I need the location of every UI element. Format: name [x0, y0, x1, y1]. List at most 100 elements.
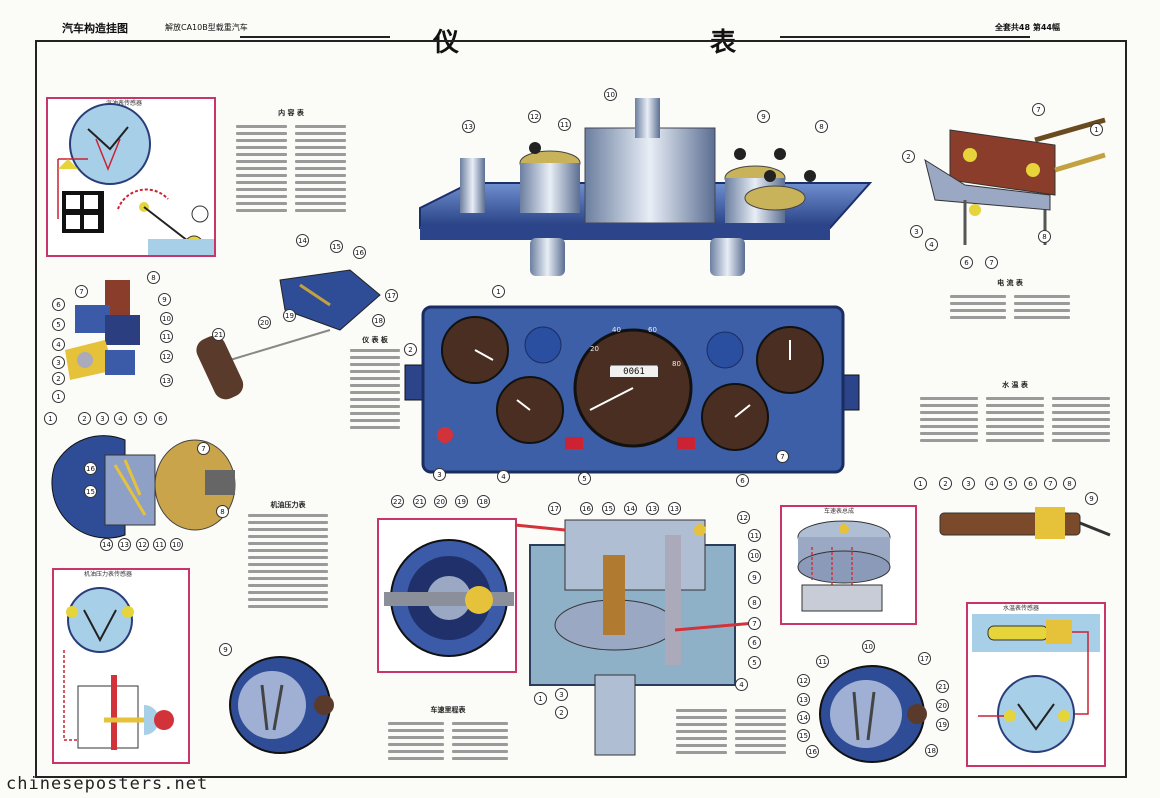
- callout-panel-4: 4: [497, 470, 510, 483]
- callout-water-11: 11: [816, 655, 829, 668]
- callout-drive-22: 22: [391, 495, 404, 508]
- callout-speedo-6: 6: [154, 412, 167, 425]
- callout-rod-4: 4: [985, 477, 998, 490]
- inset-speedometer-assembly: 车速表总成: [780, 505, 917, 625]
- callout-drive-13b: 13: [668, 502, 681, 515]
- callout-rod-7: 7: [1044, 477, 1057, 490]
- speed-mark-60: 60: [648, 326, 657, 334]
- callout-oil-13: 13: [160, 374, 173, 387]
- callout-drive-19: 19: [455, 495, 468, 508]
- callout-speedo-7: 7: [197, 442, 210, 455]
- legend-contents: 内 容 表: [236, 108, 346, 216]
- callout-fuel-14: 14: [296, 234, 309, 247]
- callout-oil-9: 9: [158, 293, 171, 306]
- callout-pressure-9: 9: [219, 643, 232, 656]
- legend-panel: 仪 表 板: [350, 335, 400, 433]
- callout-oil-6: 6: [52, 298, 65, 311]
- callout-drive-3: 3: [555, 688, 568, 701]
- callout-drive-10: 10: [748, 549, 761, 562]
- callout-ammeter-8: 8: [1038, 230, 1051, 243]
- callout-ammeter-1: 1: [1090, 123, 1103, 136]
- legend-speedometer: 车速里程表: [388, 705, 508, 764]
- callout-cluster-9: 9: [757, 110, 770, 123]
- legend-ammeter: 电 流 表: [950, 278, 1070, 323]
- callout-oil-10: 10: [160, 312, 173, 325]
- callout-drive-7: 7: [748, 617, 761, 630]
- callout-fuel-15: 15: [330, 240, 343, 253]
- callout-speedo-10: 10: [170, 538, 183, 551]
- header-rule-left: [240, 36, 390, 38]
- legend-contents-title: 内 容 表: [278, 109, 304, 117]
- callout-drive-12: 12: [737, 511, 750, 524]
- callout-drive-14: 14: [624, 502, 637, 515]
- inset-title-fuel: 汽油表传感器: [106, 100, 143, 107]
- callout-drive-20: 20: [434, 495, 447, 508]
- instrument-cluster-3d: [419, 98, 873, 276]
- callout-water-19: 19: [936, 718, 949, 731]
- callout-water-13: 13: [797, 693, 810, 706]
- legend-panel-title: 仪 表 板: [362, 336, 388, 344]
- speedometer-cross-section: [514, 519, 756, 756]
- callout-rod-8: 8: [1063, 477, 1076, 490]
- inset-speedometer-drive: [377, 518, 517, 673]
- callout-oil-4: 4: [52, 338, 65, 351]
- callout-cluster-10: 10: [604, 88, 617, 101]
- callout-speedo-4: 4: [114, 412, 127, 425]
- callout-speedo-14: 14: [100, 538, 113, 551]
- callout-speedo-11: 11: [153, 538, 166, 551]
- instrument-panel: [404, 305, 860, 474]
- inset-title-oil: 机油压力表传感器: [84, 571, 133, 578]
- inset-title-water: 水温表传感器: [1003, 605, 1040, 612]
- inset-title-speedometer: 车速表总成: [824, 508, 855, 515]
- title-char-left: 仪: [433, 28, 462, 58]
- callout-drive-15: 15: [602, 502, 615, 515]
- series-title: 汽车构造挂图: [62, 22, 128, 35]
- callout-drive-13: 13: [646, 502, 659, 515]
- callout-speedo-3: 3: [96, 412, 109, 425]
- callout-panel-2: 2: [404, 343, 417, 356]
- callout-water-15: 15: [797, 729, 810, 742]
- fuel-sender-schematic: [57, 103, 214, 255]
- legend-water-temp: 水 温 表: [920, 380, 1110, 446]
- water-sender-schematic: [972, 614, 1100, 753]
- speed-mark-80: 80: [672, 360, 681, 368]
- callout-drive-1: 1: [534, 692, 547, 705]
- legend-water-temp-title: 水 温 表: [1002, 381, 1028, 389]
- callout-rod-3: 3: [962, 477, 975, 490]
- callout-water-16: 16: [806, 745, 819, 758]
- callout-drive-16: 16: [580, 502, 593, 515]
- callout-oil-11: 11: [160, 330, 173, 343]
- water-temp-gauge-back: [819, 665, 927, 763]
- poster-frame: [35, 40, 1127, 778]
- legend-oil-pressure: 机油压力表: [248, 500, 328, 612]
- title-char-right: 表: [710, 28, 739, 58]
- callout-ammeter-4: 4: [925, 238, 938, 251]
- callout-panel-5: 5: [578, 472, 591, 485]
- callout-cluster-11: 11: [558, 118, 571, 131]
- oil-sender-schematic: [63, 587, 174, 750]
- legend-ammeter-title: 电 流 表: [997, 279, 1023, 287]
- callout-speedo-16: 16: [84, 462, 97, 475]
- callout-drive-5: 5: [748, 656, 761, 669]
- callout-speedo-13: 13: [118, 538, 131, 551]
- callout-drive-11: 11: [748, 529, 761, 542]
- callout-panel-6: 6: [736, 474, 749, 487]
- callout-oil-8: 8: [147, 271, 160, 284]
- callout-speedo-1: 1: [44, 412, 57, 425]
- callout-oil-1: 1: [52, 390, 65, 403]
- callout-speedo-12: 12: [136, 538, 149, 551]
- speedometer-drive-gear: [384, 539, 514, 657]
- callout-drive-9: 9: [748, 571, 761, 584]
- callout-rod-2: 2: [939, 477, 952, 490]
- inset-water-sender: 水温表传感器: [966, 602, 1106, 767]
- callout-water-14: 14: [797, 711, 810, 724]
- callout-speedo-15: 15: [84, 485, 97, 498]
- callout-cluster-12: 12: [528, 110, 541, 123]
- callout-drive-2: 2: [555, 706, 568, 719]
- oil-pressure-gauge-back: [229, 656, 334, 754]
- callout-cluster-13: 13: [462, 120, 475, 133]
- header-rule-right: [780, 36, 1030, 38]
- callout-water-18: 18: [925, 744, 938, 757]
- fuel-gauge-parts: [65, 280, 140, 380]
